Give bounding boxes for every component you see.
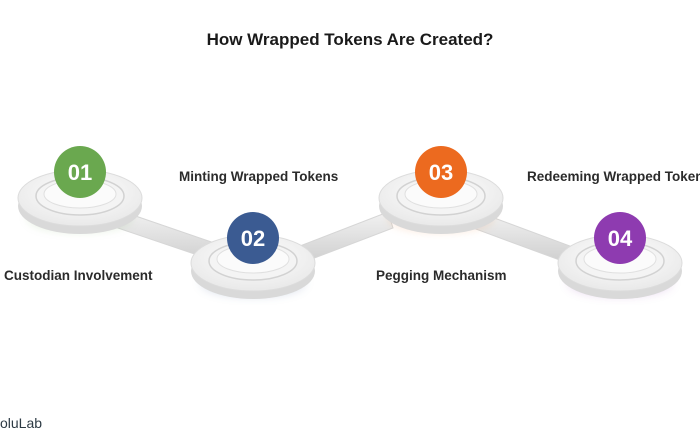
step-node-01: 01 xyxy=(17,146,143,234)
step-label-03: Pegging Mechanism xyxy=(376,268,507,283)
step-number-01: 01 xyxy=(68,160,92,185)
step-number-04: 04 xyxy=(608,226,633,251)
diagram-title: How Wrapped Tokens Are Created? xyxy=(206,30,494,49)
step-circle-04 xyxy=(594,212,646,264)
step-label-01: Custodian Involvement xyxy=(4,268,153,283)
step-label-04: Redeeming Wrapped Tokens xyxy=(527,169,700,184)
brand-logo-text: oluLab xyxy=(0,415,43,431)
step-circle-02 xyxy=(227,212,279,264)
step-node-02: 02 xyxy=(190,212,316,299)
step-circle-03 xyxy=(415,146,467,198)
step-number-02: 02 xyxy=(241,226,265,251)
step-node-03: 03 xyxy=(378,146,504,234)
step-circle-01 xyxy=(54,146,106,198)
step-number-03: 03 xyxy=(429,160,453,185)
step-node-04: 04 xyxy=(557,212,683,299)
step-nodes: 01 02 03 04 xyxy=(17,146,683,299)
connector-02-03 xyxy=(299,211,394,263)
connector-bars xyxy=(111,209,571,263)
step-label-02: Minting Wrapped Tokens xyxy=(179,169,339,184)
